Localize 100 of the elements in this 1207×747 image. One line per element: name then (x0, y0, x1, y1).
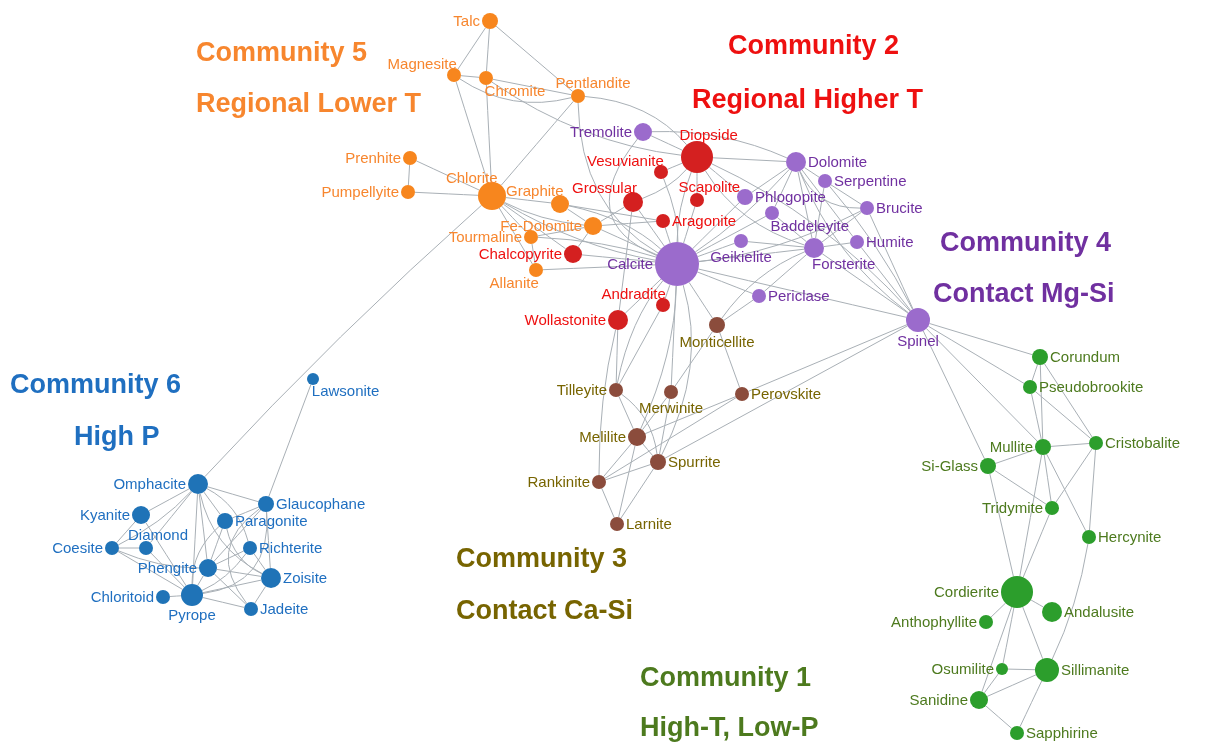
edge-line (869, 213, 914, 310)
edge-line (695, 215, 767, 255)
edge-line (698, 210, 862, 263)
edge-line (985, 705, 1013, 729)
mineral-label: Scapolite (678, 179, 741, 195)
edge-line (491, 81, 682, 156)
edge-line (601, 221, 657, 226)
community-title: Contact Ca-Si (456, 595, 634, 625)
edge-line (581, 254, 656, 263)
edge-line (459, 78, 572, 103)
mineral-label: Pseudobrookite (1039, 379, 1144, 395)
mineral-label: Wollastonite (524, 312, 606, 328)
edge-line (697, 271, 753, 294)
community-title: Community 3 (456, 543, 628, 573)
mineral-label: Omphacite (113, 476, 186, 492)
edge-line (214, 573, 247, 605)
edge-line (169, 595, 182, 597)
edge-line (1050, 443, 1090, 447)
edge-line (640, 285, 677, 430)
edge-line (577, 102, 659, 254)
edge-line (664, 284, 671, 299)
edge-line (830, 184, 862, 205)
community-title: Community 1 (640, 662, 812, 692)
edge-line (712, 157, 787, 162)
edge-line (642, 443, 654, 457)
edge-line (486, 28, 490, 72)
mineral-label: Coesite (52, 540, 103, 556)
edge-line (603, 443, 632, 478)
mineral-label: Cristobalite (1105, 435, 1181, 451)
mineral-label: Diamond (128, 527, 188, 543)
edge-line (568, 205, 662, 250)
edge-line (618, 310, 661, 385)
edge-line (674, 331, 713, 387)
edge-line (216, 568, 262, 577)
mineral-label: Aragonite (672, 213, 737, 229)
edge-line (206, 488, 249, 542)
mineral-label: Jadeite (260, 601, 309, 617)
mineral-label: Monticellite (679, 334, 755, 350)
edge-line (584, 96, 688, 146)
edge-line (929, 323, 1033, 356)
edge-line (608, 138, 658, 256)
edge-line (253, 553, 266, 571)
community-title: Regional Lower T (196, 88, 422, 118)
mineral-label: Tilleyite (556, 382, 607, 398)
mineral-label: Anthophyllite (891, 614, 977, 630)
edge-line (683, 206, 696, 244)
mineral-label: Sapphirine (1026, 725, 1098, 741)
edge-line (503, 201, 585, 226)
edge-line (922, 330, 985, 460)
mineral-label: Andradite (601, 286, 666, 302)
edge-line (994, 469, 1047, 505)
edge-line (537, 236, 657, 258)
edge-line (620, 468, 655, 519)
edge-line (981, 606, 1013, 692)
mineral-label: Pyrope (168, 607, 216, 623)
edge-line (502, 203, 567, 250)
edge-line (747, 241, 805, 248)
edge-line (618, 445, 636, 518)
mineral-label: Pentlandite (555, 75, 631, 91)
mineral-label: Tremolite (570, 124, 632, 140)
mineral-label: Merwinite (638, 400, 704, 416)
mineral-label: Phengite (137, 560, 197, 576)
mineral-label: Chlorite (445, 170, 498, 186)
edge-line (829, 185, 914, 310)
edge-line (659, 398, 671, 455)
edge-line (697, 268, 907, 318)
mineral-label: Paragonite (235, 513, 308, 529)
edge-line (145, 522, 187, 587)
edge-line (1019, 454, 1043, 577)
edge-line (117, 490, 192, 546)
community-title: Community 5 (196, 37, 368, 67)
edge-line (498, 207, 533, 265)
mineral-label: Tridymite (981, 500, 1043, 516)
mineral-label: Dolomite (808, 154, 868, 170)
edge-line (600, 229, 658, 256)
mineral-label: Kyanite (79, 507, 130, 523)
edge-line (567, 208, 586, 222)
edge-line (1007, 668, 1036, 671)
edge-line (776, 217, 807, 243)
edge-line (719, 332, 741, 388)
mineral-label: Chloritoid (90, 589, 154, 605)
community-title: High-T, Low-P (640, 712, 819, 742)
edge-line (1089, 449, 1096, 531)
edge-line (663, 178, 679, 243)
edge-line (664, 325, 908, 459)
edge-line (723, 299, 754, 321)
edge-line (201, 553, 247, 591)
mineral-label: Calcite (607, 256, 653, 272)
edge-line (711, 163, 911, 312)
community-title: Contact Mg-Si (933, 278, 1115, 308)
edge-line (1031, 393, 1042, 440)
edge-line (763, 254, 807, 292)
mineral-label: Larnite (626, 516, 672, 532)
edge-line (823, 242, 851, 248)
edge-line (927, 325, 1025, 384)
edge-line (1043, 454, 1052, 502)
mineral-label: Allanite (489, 275, 539, 291)
edge-line (821, 211, 862, 243)
edge-line (254, 585, 267, 604)
mineral-label: Sanidine (909, 692, 968, 708)
